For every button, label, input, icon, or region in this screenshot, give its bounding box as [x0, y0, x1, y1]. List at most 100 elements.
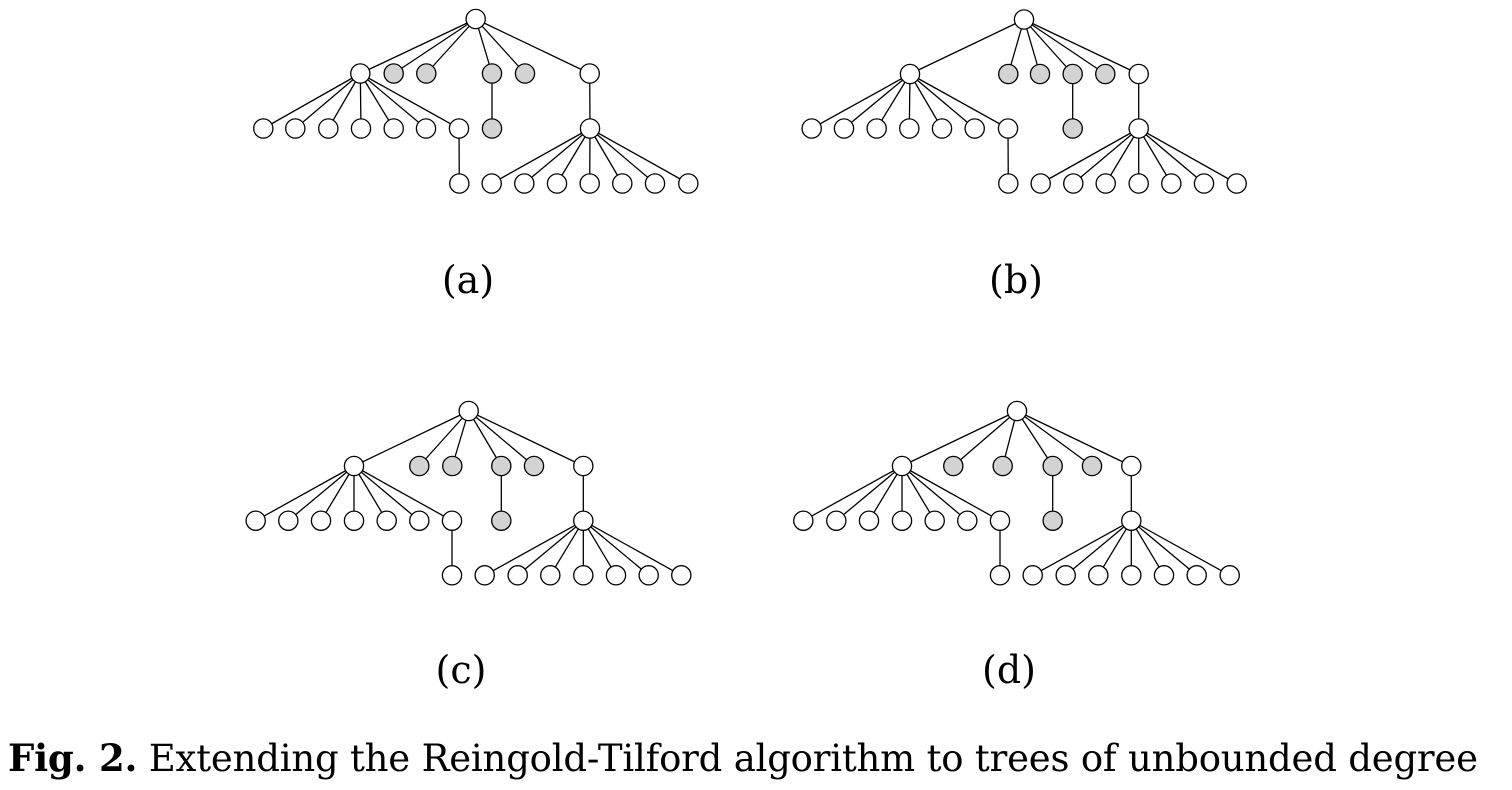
highlighted-node	[1042, 510, 1063, 531]
tree-node	[343, 455, 365, 477]
leaf-node	[285, 118, 306, 139]
highlighted-node	[481, 118, 503, 139]
edge	[523, 128, 591, 184]
edge	[353, 465, 388, 522]
highlighted-node	[409, 455, 430, 477]
leaf-node	[957, 510, 978, 531]
edge	[294, 73, 361, 129]
leaf-node	[245, 510, 266, 531]
edge	[255, 465, 355, 522]
leaf-node	[997, 118, 1019, 139]
leaf-node	[481, 173, 502, 194]
edge	[876, 73, 911, 129]
edge	[582, 520, 682, 576]
tree-node	[579, 63, 600, 84]
leaf-node	[1186, 565, 1207, 586]
edge	[802, 465, 903, 522]
edge-root-child	[901, 410, 1018, 467]
figure-number: Fig. 2.	[8, 736, 138, 780]
edge	[901, 465, 968, 522]
tree-node	[899, 63, 921, 85]
leaf-node	[278, 510, 299, 531]
edge	[1138, 127, 1238, 185]
tree-node	[573, 510, 594, 531]
edge-root-child	[468, 410, 502, 467]
edge	[868, 465, 903, 522]
leaf-node	[826, 510, 847, 531]
leaf-node	[1193, 173, 1215, 194]
highlighted-node	[491, 510, 512, 531]
tree-diagrams	[245, 8, 1247, 586]
edge	[1065, 520, 1132, 576]
leaf-node	[1128, 173, 1149, 194]
leaf-node	[989, 510, 1011, 531]
leaf-node	[1095, 173, 1116, 194]
edge	[909, 73, 1009, 130]
edge	[909, 73, 976, 129]
leaf-node	[253, 118, 274, 139]
edge-root-child	[1023, 18, 1106, 75]
leaf-node	[899, 118, 920, 139]
highlighted-node	[998, 63, 1019, 85]
edge	[262, 72, 361, 130]
leaf-node	[507, 565, 528, 586]
leaf-node	[998, 173, 1019, 194]
leaf-node	[350, 118, 372, 139]
edge	[1097, 520, 1132, 576]
leaf-node	[579, 173, 600, 194]
panel-label-a: (a)	[441, 258, 495, 302]
edge	[1130, 520, 1198, 576]
leaf-node	[1153, 565, 1175, 586]
leaf-node	[858, 510, 880, 531]
leaf-node	[924, 510, 945, 531]
edge	[320, 465, 355, 522]
tree-panel-b	[801, 9, 1247, 194]
edge-root-child	[1016, 410, 1054, 467]
highlighted-node	[943, 455, 964, 477]
leaf-node	[671, 565, 692, 586]
leaf-node	[678, 173, 699, 194]
highlighted-node	[523, 455, 545, 477]
leaf-node	[376, 510, 397, 531]
leaf-node	[1226, 173, 1247, 194]
leaf-node	[343, 510, 365, 531]
leaf-node	[964, 118, 985, 139]
edge	[1138, 128, 1172, 184]
tree-panel-d	[793, 400, 1240, 586]
highlighted-node	[1062, 118, 1083, 139]
edge	[491, 127, 591, 185]
edge	[901, 465, 1001, 522]
leaf-node	[540, 565, 561, 586]
edge-root-child	[418, 410, 470, 467]
edge	[353, 465, 420, 522]
edge	[1105, 128, 1140, 184]
leaf-node	[310, 510, 332, 531]
edge	[287, 465, 355, 522]
edge-root-child	[909, 18, 1025, 75]
edge	[582, 520, 650, 576]
leaf-node	[1219, 565, 1240, 586]
highlighted-node	[1095, 63, 1116, 85]
tree-node	[1121, 455, 1142, 477]
edge	[327, 73, 361, 129]
leaf-node	[931, 118, 953, 139]
edge	[353, 465, 453, 522]
leaf-node	[573, 565, 594, 586]
edge	[1072, 128, 1140, 184]
highlighted-node	[383, 63, 404, 84]
root-node	[465, 8, 486, 30]
leaf-node	[1022, 565, 1043, 586]
highlighted-node	[1029, 63, 1051, 85]
edge-root-child	[468, 410, 584, 467]
edge	[556, 128, 591, 184]
leaf-node	[383, 118, 404, 139]
caption-text: Extending the Reingold-Tilford algorithm…	[137, 737, 1478, 780]
panel-label-c: (c)	[435, 648, 487, 692]
leaf-node	[612, 173, 633, 194]
edge	[909, 73, 943, 129]
tree-node	[891, 455, 913, 477]
edge	[589, 128, 623, 184]
tree-node	[1128, 63, 1149, 85]
edge	[517, 520, 584, 576]
